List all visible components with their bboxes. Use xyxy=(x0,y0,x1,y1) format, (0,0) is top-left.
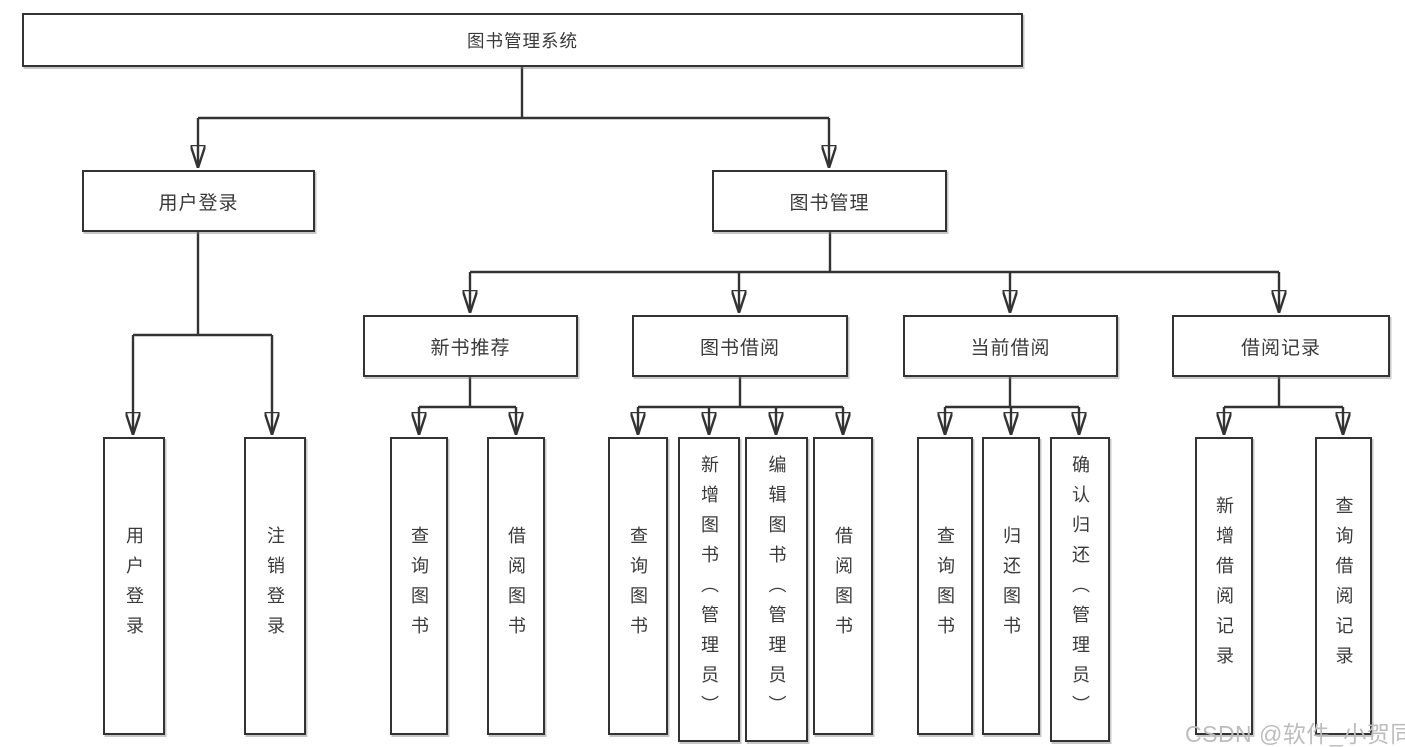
leaf-borrow-query-books: 查询图书 xyxy=(608,437,668,735)
leaf-query-borrow-record-label: 查询借阅记录 xyxy=(1333,496,1354,676)
leaf-current-query-books: 查询图书 xyxy=(917,437,973,735)
node-new-book-recommend-label: 新书推荐 xyxy=(430,337,511,359)
leaf-edit-books-admin: 编辑图书（管理员） xyxy=(745,437,808,742)
node-root-label: 图书管理系统 xyxy=(467,30,578,51)
leaf-add-books-admin-label: 新增图书（管理员） xyxy=(699,454,719,725)
leaf-rec-borrow-books: 借阅图书 xyxy=(487,437,545,735)
node-user-login-label: 用户登录 xyxy=(158,192,239,214)
node-new-book-recommend: 新书推荐 xyxy=(363,315,578,377)
leaf-current-query-books-label: 查询图书 xyxy=(935,526,955,646)
node-root: 图书管理系统 xyxy=(22,13,1023,67)
leaf-rec-query-books-label: 查询图书 xyxy=(409,526,429,646)
node-borrow-records-label: 借阅记录 xyxy=(1240,337,1321,359)
csdn-watermark: CSDN @软件_小贺同学 xyxy=(1185,721,1405,747)
leaf-rec-query-books: 查询图书 xyxy=(390,437,448,735)
leaf-add-books-admin: 新增图书（管理员） xyxy=(678,437,740,742)
leaf-rec-borrow-books-label: 借阅图书 xyxy=(506,526,526,646)
leaf-add-borrow-record: 新增借阅记录 xyxy=(1195,437,1253,735)
node-borrow-records: 借阅记录 xyxy=(1172,315,1390,377)
leaf-query-borrow-record: 查询借阅记录 xyxy=(1315,437,1372,735)
node-book-management: 图书管理 xyxy=(712,170,947,232)
leaf-borrow-query-books-label: 查询图书 xyxy=(628,526,648,646)
leaf-user-login-label: 用户登录 xyxy=(124,526,144,646)
node-current-borrowing: 当前借阅 xyxy=(903,315,1118,377)
leaf-confirm-return-admin-label: 确认归还（管理员） xyxy=(1070,454,1090,725)
leaf-lend-books-label: 借阅图书 xyxy=(833,526,853,646)
leaf-lend-books: 借阅图书 xyxy=(813,437,873,735)
node-book-borrowing: 图书借阅 xyxy=(632,315,848,377)
leaf-logout: 注销登录 xyxy=(244,437,306,735)
leaf-add-borrow-record-label: 新增借阅记录 xyxy=(1214,496,1234,676)
node-user-login: 用户登录 xyxy=(82,170,315,232)
node-current-borrowing-label: 当前借阅 xyxy=(970,337,1051,359)
leaf-return-books-label: 归还图书 xyxy=(1001,526,1021,646)
leaf-edit-books-admin-label: 编辑图书（管理员） xyxy=(766,454,787,725)
leaf-return-books: 归还图书 xyxy=(982,437,1040,735)
leaf-confirm-return-admin: 确认归还（管理员） xyxy=(1050,437,1110,742)
node-book-borrowing-label: 图书借阅 xyxy=(699,337,780,359)
node-book-management-label: 图书管理 xyxy=(789,192,870,214)
leaf-logout-label: 注销登录 xyxy=(265,526,285,646)
leaf-user-login: 用户登录 xyxy=(103,437,165,735)
